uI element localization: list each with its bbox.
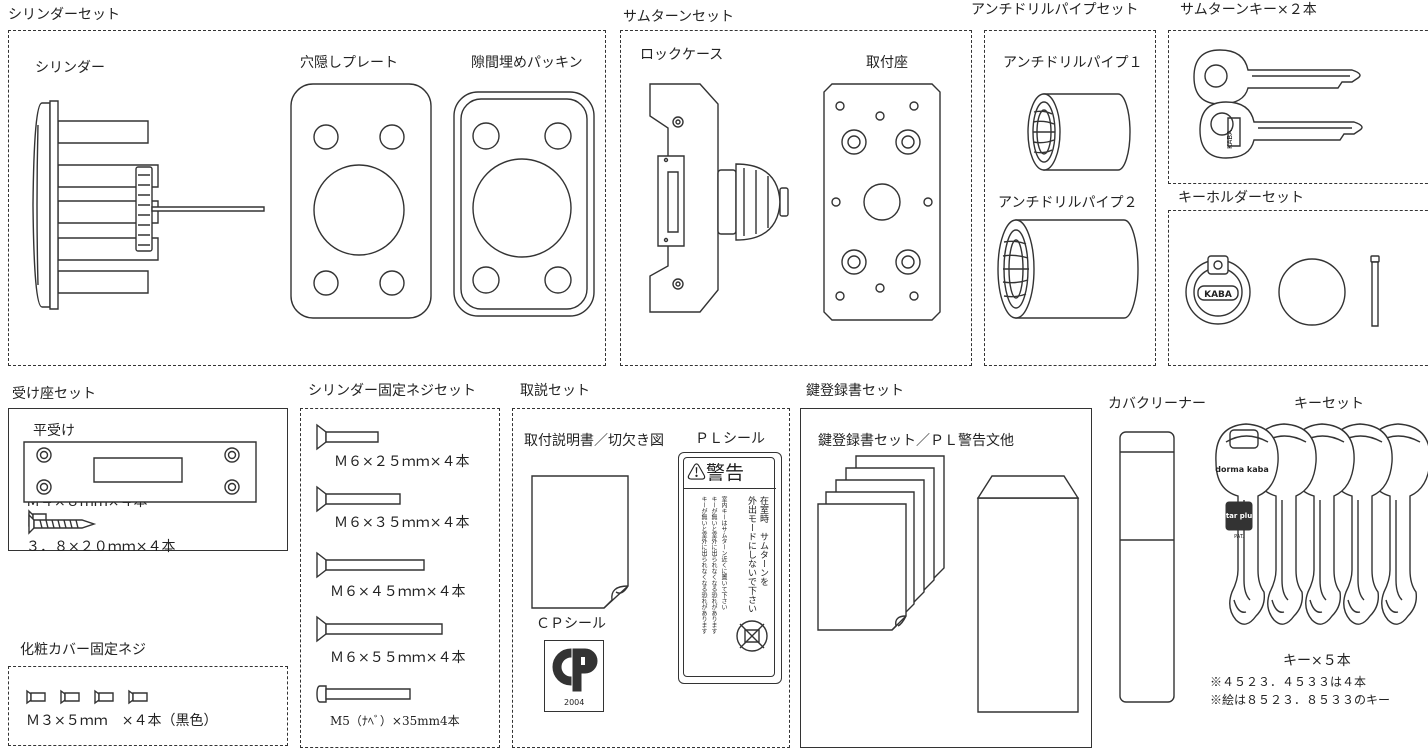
warning-col2: 外出モードにしないで下さい: [746, 496, 756, 613]
keyholder-illustration: KABA: [1184, 248, 1398, 334]
warning-col4: キーが無いと室外に出られなくなる恐れがあります: [710, 496, 717, 634]
registration-docs-illustration: [818, 456, 948, 686]
m6-55-screw-illustration: [316, 616, 446, 642]
warning-col1: 在室時 サムターンを: [758, 496, 768, 586]
group-title-thumbturn-set: サムターンセット: [623, 9, 735, 25]
cp-mark-icon: [552, 648, 598, 692]
antidrill-pipe1-illustration: [1022, 90, 1134, 174]
label-keys5: キー×５本: [1283, 653, 1351, 669]
thumbturn-set-frame: [620, 30, 972, 366]
group-title-strike-set: 受け座セット: [12, 386, 96, 402]
label-cleaner: カバクリーナー: [1108, 396, 1206, 412]
envelope-illustration: [976, 474, 1082, 714]
m6-35-screw-illustration: [316, 486, 406, 512]
label-m6-25: Ｍ６×２５ｍｍ×４本: [334, 454, 470, 470]
hide-plate-illustration: [288, 82, 434, 322]
group-title-cylinder-set: シリンダーセット: [8, 7, 120, 23]
key-set-illustration: dorma kaba star plus PAT.: [1215, 423, 1428, 625]
label-m6-45: Ｍ６×４５ｍｍ×４本: [330, 584, 466, 600]
flat-strike-illustration: [22, 440, 258, 504]
warning-col3: 室内キーはサムターン近くに置いて下さい: [720, 496, 727, 610]
antidrill-set-frame: [984, 30, 1156, 366]
label-pipe1: アンチドリルパイプ１: [1003, 55, 1143, 71]
antidrill-pipe2-illustration: [994, 216, 1140, 322]
manual-paper-illustration: [530, 474, 632, 610]
starplus-text: star plus: [1222, 512, 1257, 520]
label-pipe2: アンチドリルパイプ２: [998, 195, 1138, 211]
group-title-cover-screw: 化粧カバー固定ネジ: [20, 642, 146, 658]
keyholder-set-frame: [1168, 210, 1428, 366]
label-lock-case: ロックケース: [640, 47, 724, 63]
cylinder-set-frame: [8, 30, 606, 366]
label-m3: Ｍ３×５ｍｍ ×４本（黒色）: [26, 713, 218, 729]
group-title-thumbturn-key: サムターンキー×２本: [1180, 2, 1317, 18]
warning-title: ⚠警告: [687, 462, 745, 484]
label-m6-35: Ｍ６×３５ｍｍ×４本: [334, 515, 470, 531]
no-entry-icon: [732, 614, 772, 658]
label-m5: M5（ﾅﾍﾞ）×35mm4本: [330, 714, 460, 728]
m5-screw-illustration: [316, 684, 416, 704]
label-hide-plate: 穴隠しプレート: [300, 55, 398, 71]
pl-seal-inner: ⚠警告 在室時 サムターンを 外出モードにしないで下さい 室内キーはサムターン近…: [683, 457, 776, 677]
group-title-manual-set: 取説セット: [520, 383, 590, 399]
cover-screw-frame: [8, 666, 288, 746]
lock-case-illustration: [640, 80, 800, 320]
cylinder-illustration: [20, 95, 270, 325]
pat-text: PAT.: [1234, 534, 1244, 540]
wood-screw-illustration: [28, 514, 98, 534]
m3-screws-illustration: [26, 690, 148, 704]
cleaner-illustration: [1118, 430, 1178, 706]
warning-col5: キーが無いと室外に出られなくなる恐れがあります: [700, 496, 707, 634]
m6-45-screw-illustration: [316, 552, 428, 578]
kaba-brand-text: KABA: [1226, 130, 1234, 149]
cp-seal: 2004: [544, 640, 604, 712]
label-cylinder: シリンダー: [35, 60, 105, 76]
group-title-cyl-screw-set: シリンダー固定ネジセット: [308, 383, 476, 399]
label-cp-seal: ＣＰシール: [536, 616, 606, 632]
label-manual: 取付説明書／切欠き図: [524, 433, 664, 449]
label-note1: ※４５２３．４５３３は４本: [1210, 675, 1367, 689]
gap-packing-illustration: [452, 90, 598, 320]
m6-25-screw-illustration: [316, 424, 386, 450]
thumbturn-key-frame: [1168, 30, 1428, 184]
label-flat-strike: 平受け: [33, 423, 75, 439]
cp-year: 2004: [564, 698, 585, 707]
keyholder-brand-text: KABA: [1204, 290, 1232, 300]
label-m6-55: Ｍ６×５５ｍｍ×４本: [330, 650, 466, 666]
label-gap-packing: 隙間埋めパッキン: [471, 55, 583, 71]
group-title-keyholder-set: キーホルダーセット: [1178, 190, 1304, 206]
group-title-registration-set: 鍵登録書セット: [806, 383, 904, 399]
strike-set-frame: [8, 408, 288, 551]
dormakaba-brand-text: dorma kaba: [1215, 465, 1269, 474]
group-title-antidrill-set: アンチドリルパイプセット: [971, 2, 1139, 18]
label-pl-seal: ＰＬシール: [695, 431, 765, 447]
label-key-set: キーセット: [1294, 396, 1364, 412]
label-note2: ※絵は８５２３．８５３３のキー: [1210, 693, 1391, 707]
pl-seal: ⚠警告 在室時 サムターンを 外出モードにしないで下さい 室内キーはサムターン近…: [678, 452, 782, 684]
thumbturn-keys-illustration: KABA: [1192, 48, 1372, 172]
label-mount-seat: 取付座: [866, 55, 908, 71]
label-reg-docs: 鍵登録書セット／ＰＬ警告文他: [818, 433, 1014, 449]
label-wood-screw: ３．８×２０ｍｍ×４本: [26, 539, 176, 555]
mount-seat-illustration: [822, 82, 942, 322]
